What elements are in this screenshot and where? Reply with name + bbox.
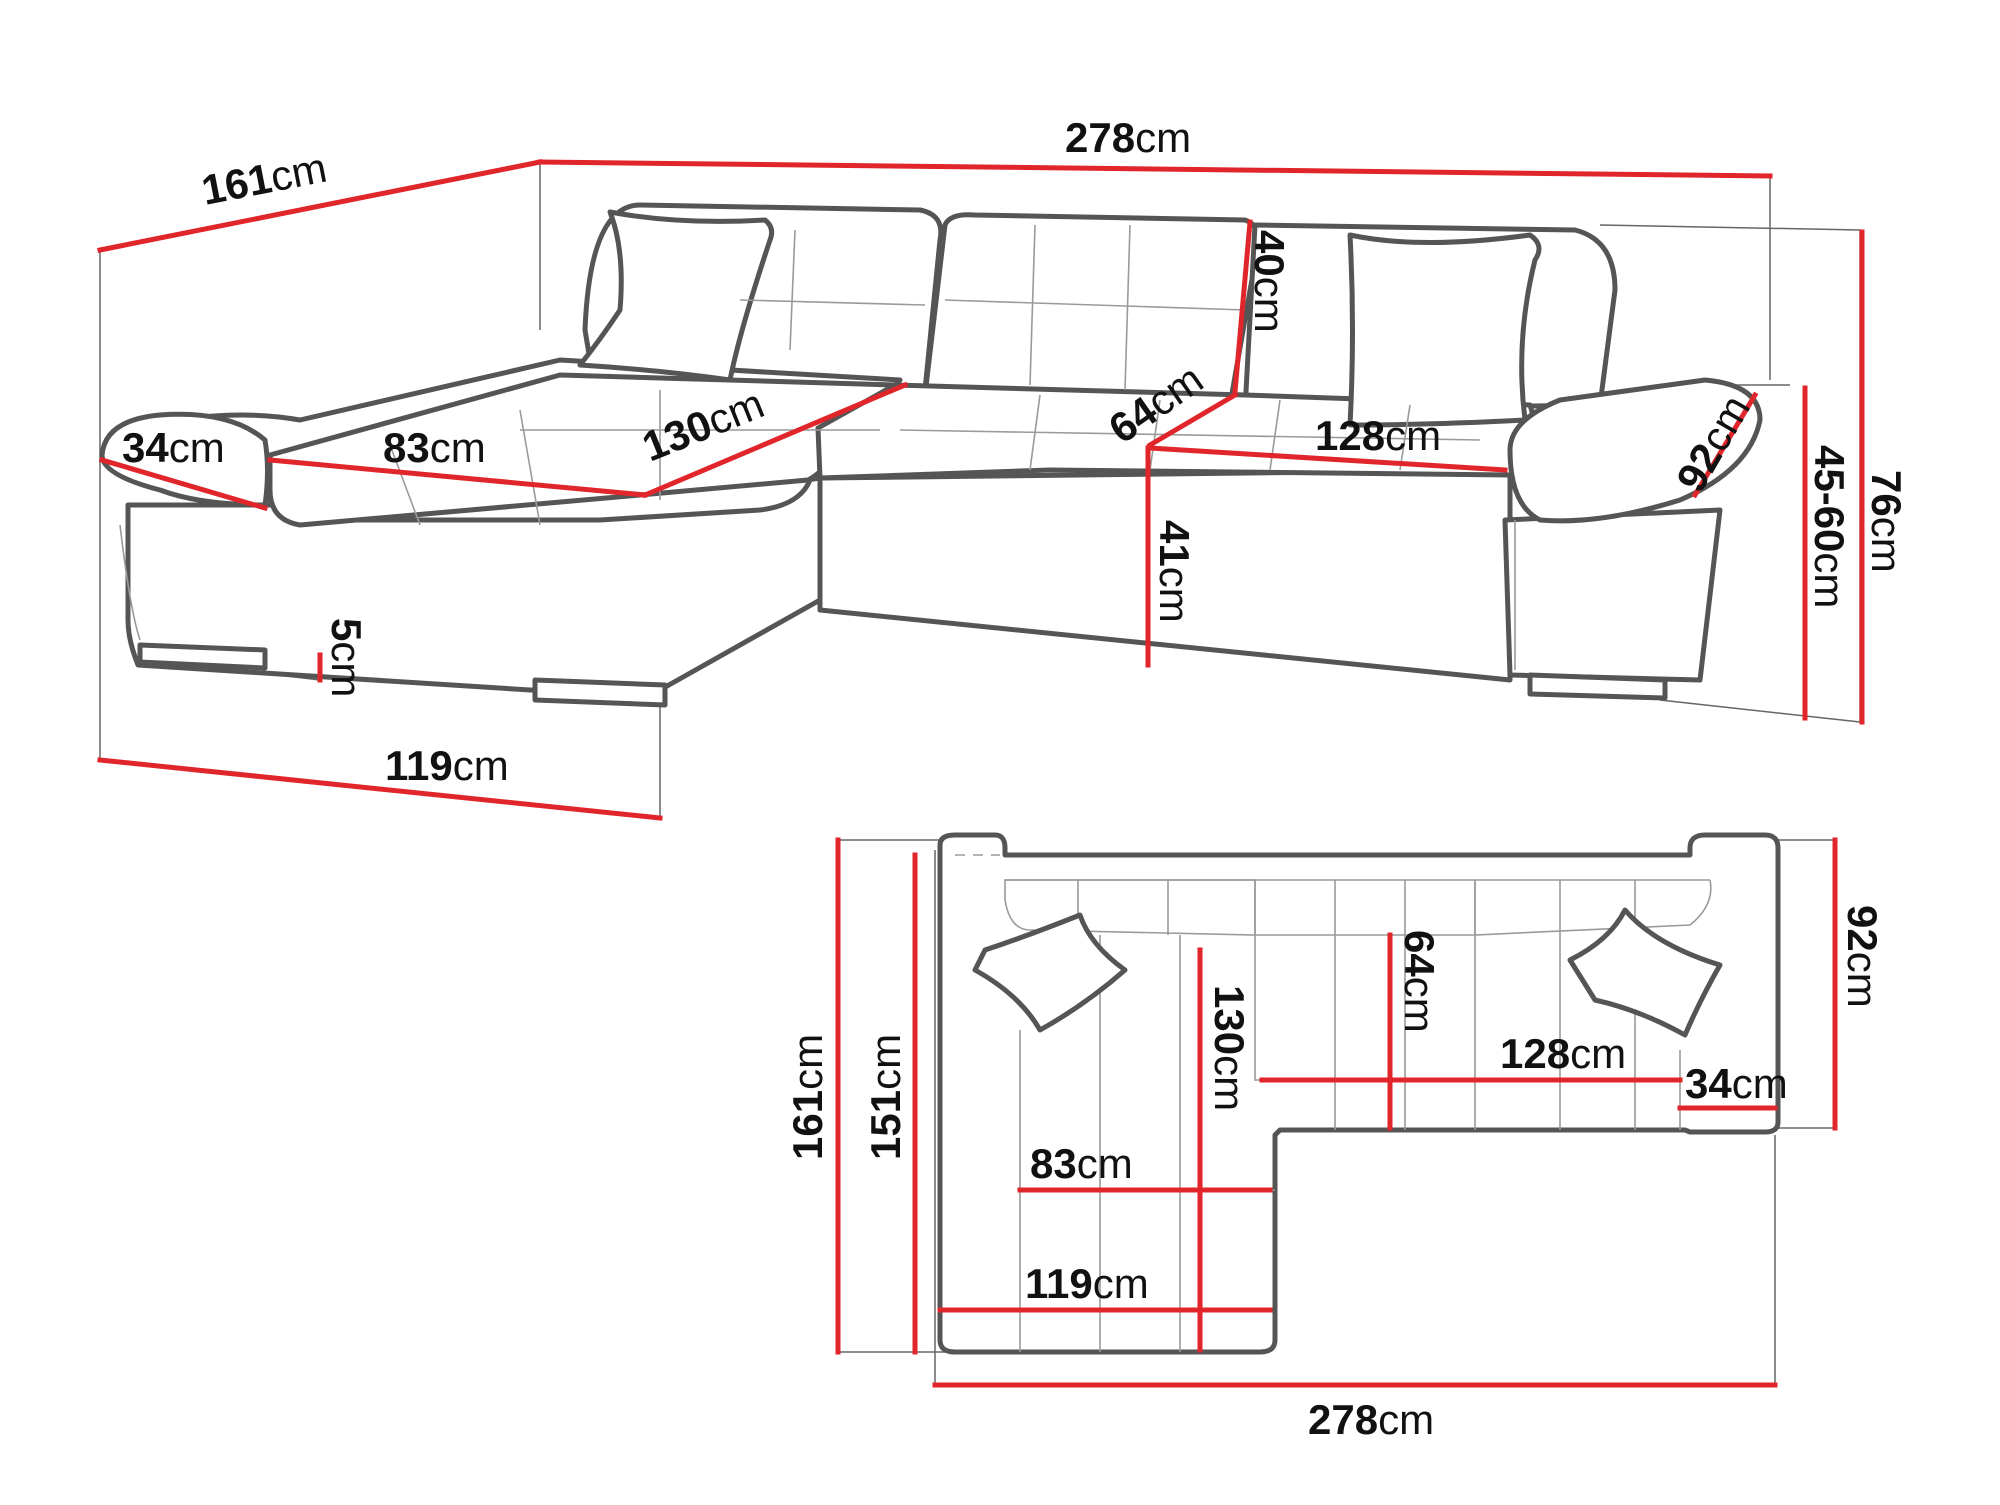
label-top-width-total: 278cm	[1308, 1396, 1434, 1443]
perspective-dimension-lines	[97, 159, 1865, 821]
top-outline	[937, 832, 1781, 1355]
label-top-seat-width-right: 128cm	[1500, 1030, 1626, 1077]
label-sitting-height: 45-60cm	[1806, 445, 1853, 608]
right-base	[1502, 507, 1723, 683]
dim-line-119	[97, 757, 663, 821]
dim-line-130	[641, 381, 909, 499]
leg	[1527, 672, 1668, 701]
dim-line-92	[1691, 391, 1759, 499]
label-seat-height: 41cm	[1151, 520, 1198, 623]
top-view: 161cm 151cm 130cm 64cm 128cm 34cm 92cm 8…	[784, 832, 1886, 1443]
perspective-view: 161cm 278cm 34cm 83cm 130cm 40cm 64cm 12…	[97, 114, 1910, 821]
label-armrest-left-width: 34cm	[122, 424, 225, 471]
dim-line-128	[1147, 445, 1508, 473]
armrest-left	[99, 411, 270, 508]
label-top-chaise-seat-width: 83cm	[1030, 1140, 1133, 1187]
label-chaise-width: 119cm	[385, 742, 509, 789]
armrest-right	[1507, 377, 1763, 524]
label-top-back-depth: 92cm	[1839, 905, 1886, 1008]
throw-pillow-left	[577, 209, 775, 383]
label-top-armrest-width: 34cm	[1685, 1060, 1788, 1107]
throw-pillow-right	[1347, 232, 1542, 428]
label-top-chaise-seat-length: 130cm	[1206, 985, 1253, 1111]
label-chaise-seat-width: 83cm	[383, 424, 486, 471]
dim-line-64	[1146, 391, 1239, 449]
sofa-top-drawing	[937, 832, 1781, 1355]
label-seat-width-right: 128cm	[1315, 412, 1441, 459]
dim-line-40	[1232, 219, 1253, 395]
dim-line-278	[537, 159, 1773, 179]
label-total-height: 76cm	[1863, 470, 1910, 573]
label-backrest-height: 40cm	[1246, 230, 1293, 333]
perspective-dimension-labels: 161cm 278cm 34cm 83cm 130cm 40cm 64cm 12…	[122, 114, 1910, 789]
backrest-middle	[922, 212, 1261, 408]
label-top-depth-total: 161cm	[784, 1034, 831, 1160]
label-top-seat-depth: 64cm	[1396, 930, 1443, 1033]
dim-line-83	[267, 457, 648, 498]
top-pillow-right	[1567, 907, 1723, 1038]
label-top-chaise-width: 119cm	[1025, 1260, 1149, 1307]
top-dimension-lines	[835, 837, 1838, 1388]
top-dimension-labels: 161cm 151cm 130cm 64cm 128cm 34cm 92cm 8…	[784, 905, 1886, 1443]
dim-line-34	[98, 456, 269, 512]
label-leg-height: 5cm	[323, 618, 370, 697]
dim-line-161	[97, 159, 543, 253]
label-top-depth-inner: 151cm	[862, 1034, 909, 1160]
leg	[532, 677, 668, 708]
label-width-total: 278cm	[1065, 114, 1191, 161]
top-pillow-left	[972, 912, 1128, 1033]
label-depth-total: 161cm	[198, 144, 331, 214]
leg	[137, 642, 268, 671]
